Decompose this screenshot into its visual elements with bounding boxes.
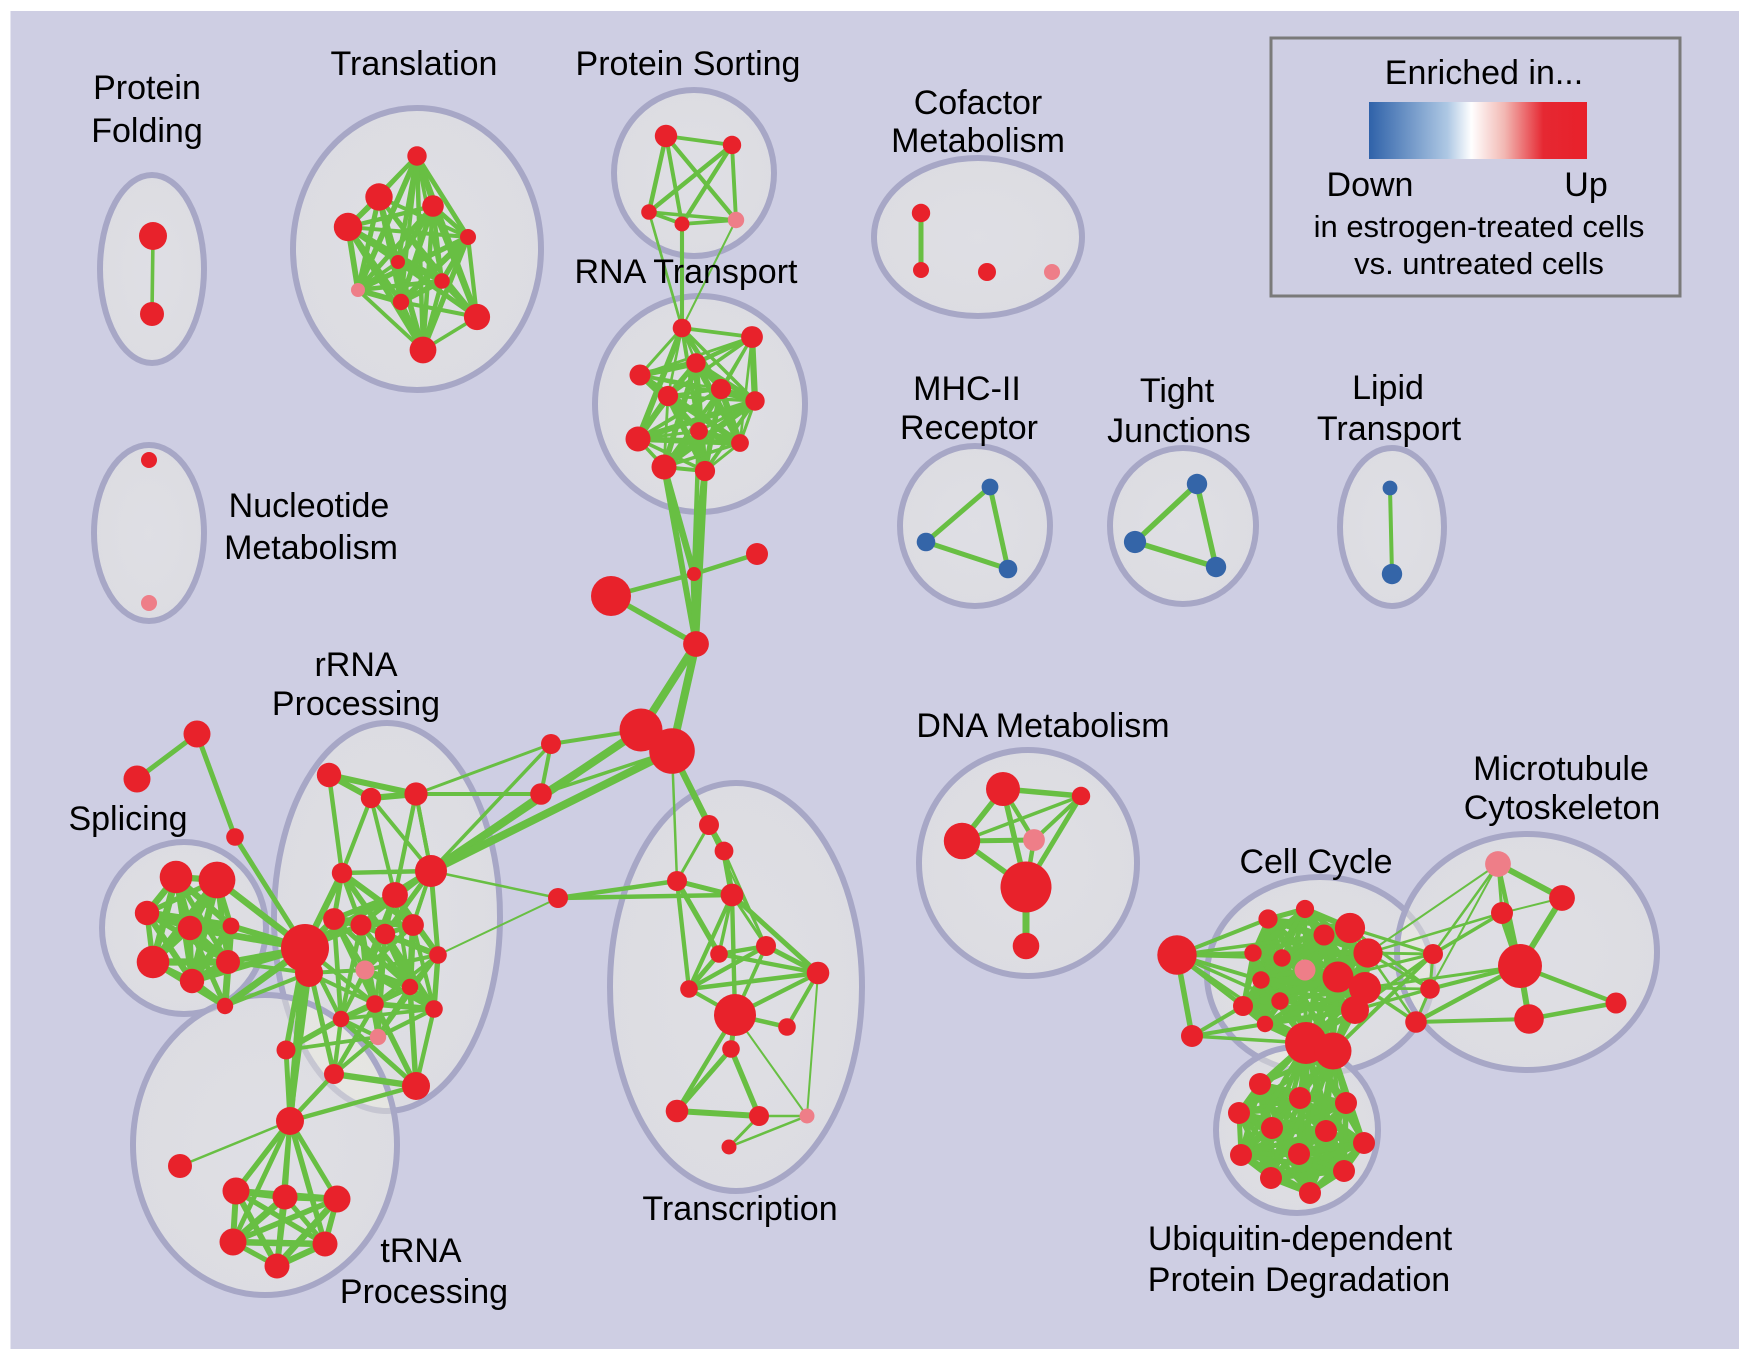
- svg-text:Processing: Processing: [340, 1273, 508, 1311]
- svg-text:Cell Cycle: Cell Cycle: [1239, 843, 1392, 881]
- svg-text:tRNA: tRNA: [380, 1232, 462, 1270]
- svg-text:Transport: Transport: [1317, 410, 1462, 448]
- svg-text:Protein Sorting: Protein Sorting: [576, 45, 801, 83]
- svg-text:Protein: Protein: [93, 69, 201, 107]
- svg-text:vs. untreated cells: vs. untreated cells: [1354, 246, 1604, 281]
- svg-text:Folding: Folding: [91, 112, 203, 150]
- svg-text:Metabolism: Metabolism: [224, 529, 398, 567]
- svg-text:RNA Transport: RNA Transport: [575, 253, 799, 291]
- svg-text:MHC-II: MHC-II: [913, 370, 1021, 408]
- svg-text:Translation: Translation: [331, 45, 498, 83]
- svg-text:Cofactor: Cofactor: [914, 84, 1043, 122]
- svg-text:Down: Down: [1327, 166, 1414, 204]
- svg-text:Microtubule: Microtubule: [1473, 750, 1649, 788]
- svg-text:Junctions: Junctions: [1107, 412, 1251, 450]
- svg-text:Splicing: Splicing: [68, 800, 187, 838]
- svg-text:Processing: Processing: [272, 685, 440, 723]
- svg-text:Nucleotide: Nucleotide: [229, 487, 390, 525]
- svg-text:Ubiquitin-dependent: Ubiquitin-dependent: [1148, 1220, 1453, 1258]
- svg-text:Metabolism: Metabolism: [891, 122, 1065, 160]
- svg-text:Up: Up: [1564, 166, 1607, 204]
- svg-text:in estrogen-treated cells: in estrogen-treated cells: [1314, 209, 1645, 244]
- svg-text:rRNA: rRNA: [314, 646, 397, 684]
- svg-text:Tight: Tight: [1140, 372, 1215, 410]
- svg-text:Receptor: Receptor: [900, 409, 1038, 447]
- svg-text:Enriched in...: Enriched in...: [1385, 54, 1583, 92]
- svg-text:Transcription: Transcription: [642, 1190, 837, 1228]
- svg-text:DNA Metabolism: DNA Metabolism: [916, 707, 1169, 745]
- svg-text:Protein Degradation: Protein Degradation: [1148, 1261, 1450, 1299]
- svg-text:Cytoskeleton: Cytoskeleton: [1464, 789, 1661, 827]
- svg-text:Lipid: Lipid: [1352, 369, 1424, 407]
